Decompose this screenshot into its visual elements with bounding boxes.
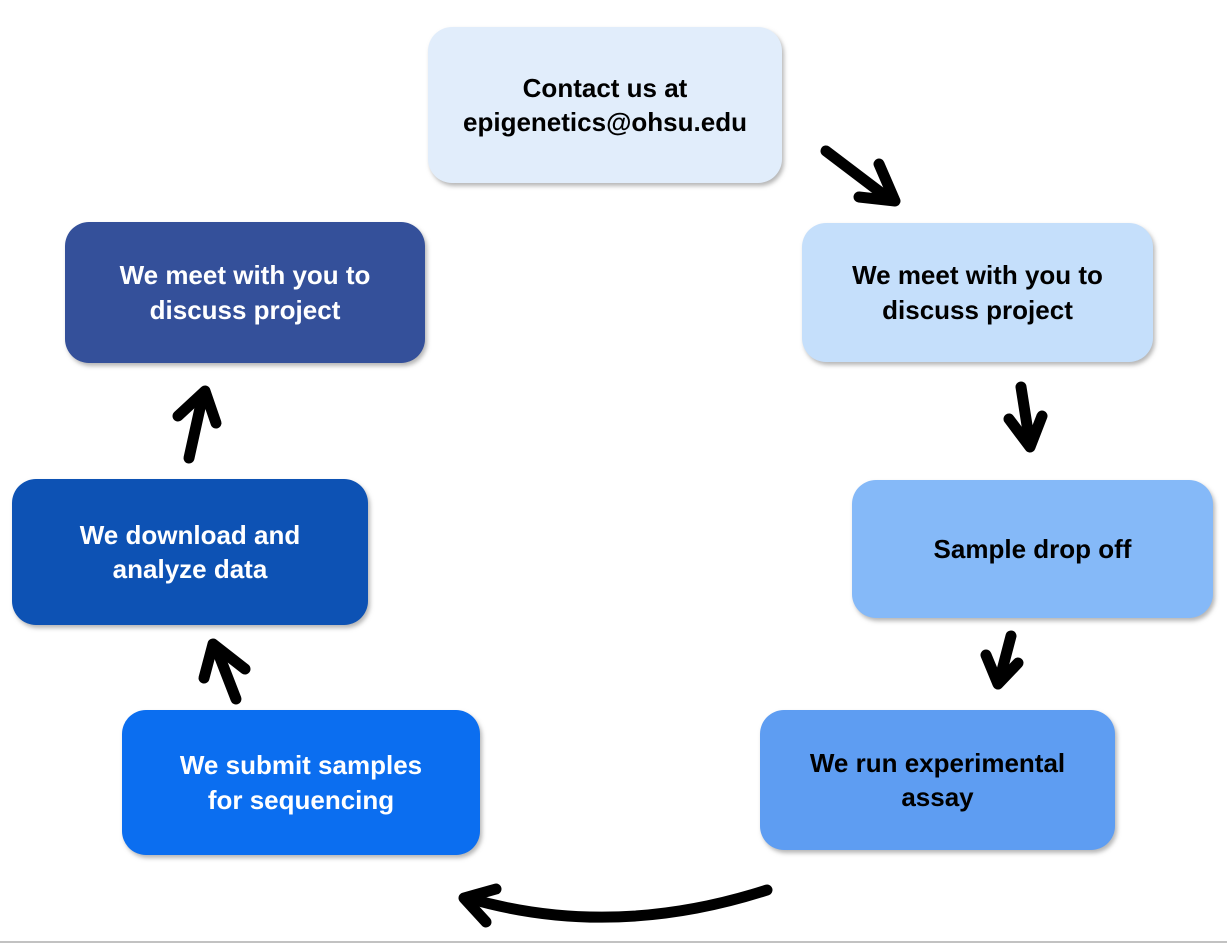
node-sample-drop-off: Sample drop off bbox=[852, 480, 1213, 618]
node-meet-discuss-right: We meet with you to discuss project bbox=[802, 223, 1153, 362]
node-meet-discuss-left: We meet with you to discuss project bbox=[65, 222, 425, 363]
arrow-sample-to-assay-icon bbox=[980, 630, 1024, 690]
arrow-contact-to-meet-right-icon bbox=[820, 145, 901, 207]
node-submit-samples: We submit samples for sequencing bbox=[122, 710, 480, 855]
node-label: We meet with you to discuss project bbox=[119, 260, 371, 325]
arrow-download-to-meet-left-icon bbox=[172, 385, 222, 464]
node-label: Sample drop off bbox=[933, 533, 1132, 564]
node-label: We run experimental assay bbox=[809, 747, 1066, 812]
node-download-analyze-data: We download and analyze data bbox=[12, 479, 368, 625]
arrow-meet-right-to-sample-icon bbox=[1003, 381, 1048, 453]
node-label: We download and analyze data bbox=[79, 519, 301, 584]
arrow-assay-to-submit-curved-icon bbox=[458, 883, 773, 928]
node-label: Contact us at epigenetics@ohsu.edu bbox=[463, 72, 747, 137]
node-label: We submit samples for sequencing bbox=[179, 750, 423, 815]
node-contact-us: Contact us at epigenetics@ohsu.edu bbox=[428, 27, 782, 183]
node-label: We meet with you to discuss project bbox=[852, 260, 1103, 325]
node-run-experimental-assay: We run experimental assay bbox=[760, 710, 1115, 850]
bottom-border-line bbox=[0, 941, 1227, 943]
arrow-submit-to-download-icon bbox=[198, 638, 251, 705]
